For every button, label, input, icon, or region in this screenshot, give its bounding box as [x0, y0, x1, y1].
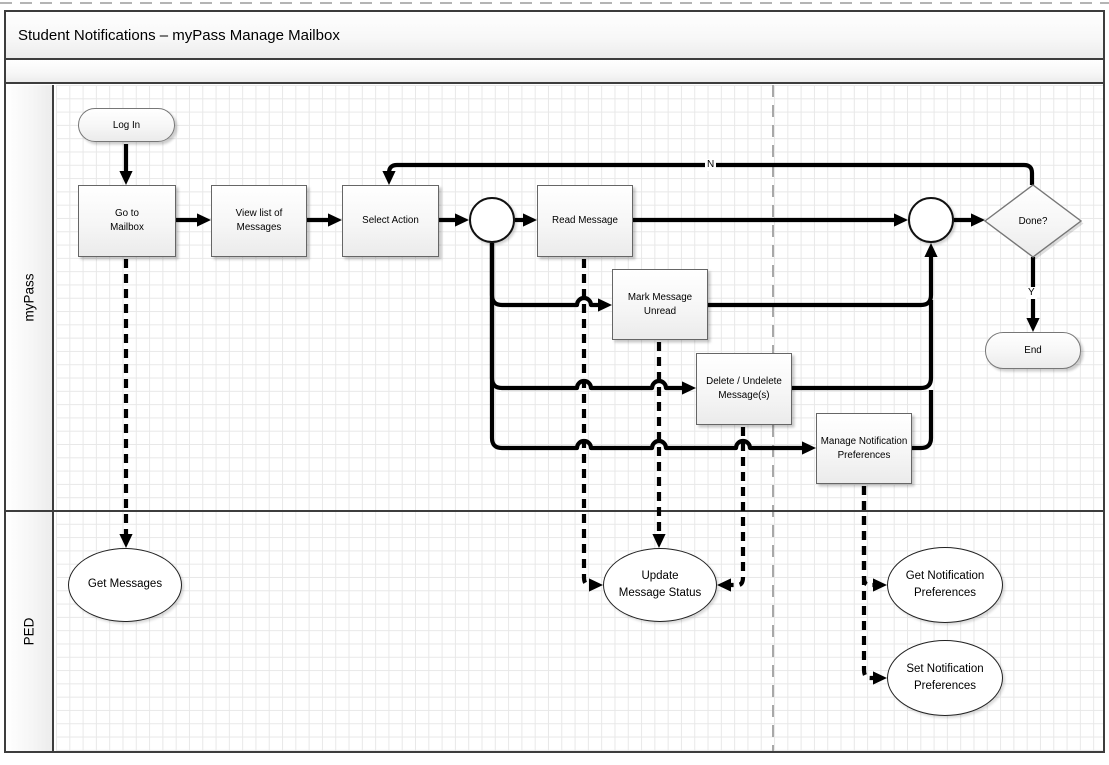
- node-log-in-label: Log In: [112, 119, 141, 131]
- node-mark-unread-label: Mark Message Unread: [627, 291, 693, 317]
- node-mark-message-unread[interactable]: Mark Message Unread: [612, 269, 708, 340]
- lane-header-mypass: myPass: [6, 85, 54, 510]
- node-end-label: End: [1024, 345, 1042, 356]
- node-select-action[interactable]: Select Action: [342, 185, 439, 257]
- node-merge-junction[interactable]: [908, 197, 954, 243]
- phase-band: [6, 60, 1103, 84]
- node-manage-prefs-label: Manage Notification Preferences: [820, 435, 908, 461]
- node-go-to-mailbox[interactable]: Go to Mailbox: [78, 185, 176, 257]
- node-split-junction[interactable]: [469, 197, 515, 243]
- edge-label-yes: Y: [1026, 287, 1037, 299]
- node-set-notif-prefs-label: Set Notification Preferences: [906, 662, 984, 692]
- edge-label-no: N: [705, 159, 717, 171]
- node-manage-notification-preferences[interactable]: Manage Notification Preferences: [816, 413, 912, 484]
- lane-header-ped: PED: [6, 512, 54, 751]
- node-get-messages-label: Get Messages: [87, 578, 163, 591]
- node-done-label: Done?: [1018, 215, 1048, 227]
- node-select-action-label: Select Action: [362, 215, 419, 227]
- node-update-message-status[interactable]: Update Message Status: [603, 548, 717, 622]
- node-get-notif-prefs-label: Get Notification Preferences: [905, 569, 985, 599]
- node-log-in[interactable]: Log In: [78, 108, 175, 142]
- node-view-list-of-messages[interactable]: View list of Messages: [211, 185, 307, 257]
- diagram-frame: [4, 10, 1105, 753]
- diagram-title: Student Notifications – myPass Manage Ma…: [18, 26, 340, 44]
- node-delete-undelete-messages[interactable]: Delete / Undelete Message(s): [696, 353, 792, 425]
- node-read-message-label: Read Message: [552, 215, 618, 227]
- node-update-status-label: Update Message Status: [618, 569, 702, 599]
- node-set-notification-preferences[interactable]: Set Notification Preferences: [887, 640, 1003, 716]
- node-done-label-overlay: Done?: [985, 185, 1081, 257]
- node-view-list-label: View list of Messages: [235, 208, 283, 233]
- lane-divider: [6, 510, 1103, 512]
- node-read-message[interactable]: Read Message: [537, 185, 633, 257]
- lane-label-ped: PED: [21, 617, 37, 646]
- diagram-title-bar: Student Notifications – myPass Manage Ma…: [6, 12, 1103, 60]
- page-break-horizontal: [0, 2, 1109, 4]
- node-end[interactable]: End: [985, 332, 1081, 369]
- node-get-notification-preferences[interactable]: Get Notification Preferences: [887, 547, 1003, 623]
- node-go-to-mailbox-label: Go to Mailbox: [110, 208, 144, 233]
- node-get-messages[interactable]: Get Messages: [68, 548, 182, 622]
- lane-label-mypass: myPass: [21, 273, 37, 322]
- node-delete-undelete-label: Delete / Undelete Message(s): [706, 376, 782, 401]
